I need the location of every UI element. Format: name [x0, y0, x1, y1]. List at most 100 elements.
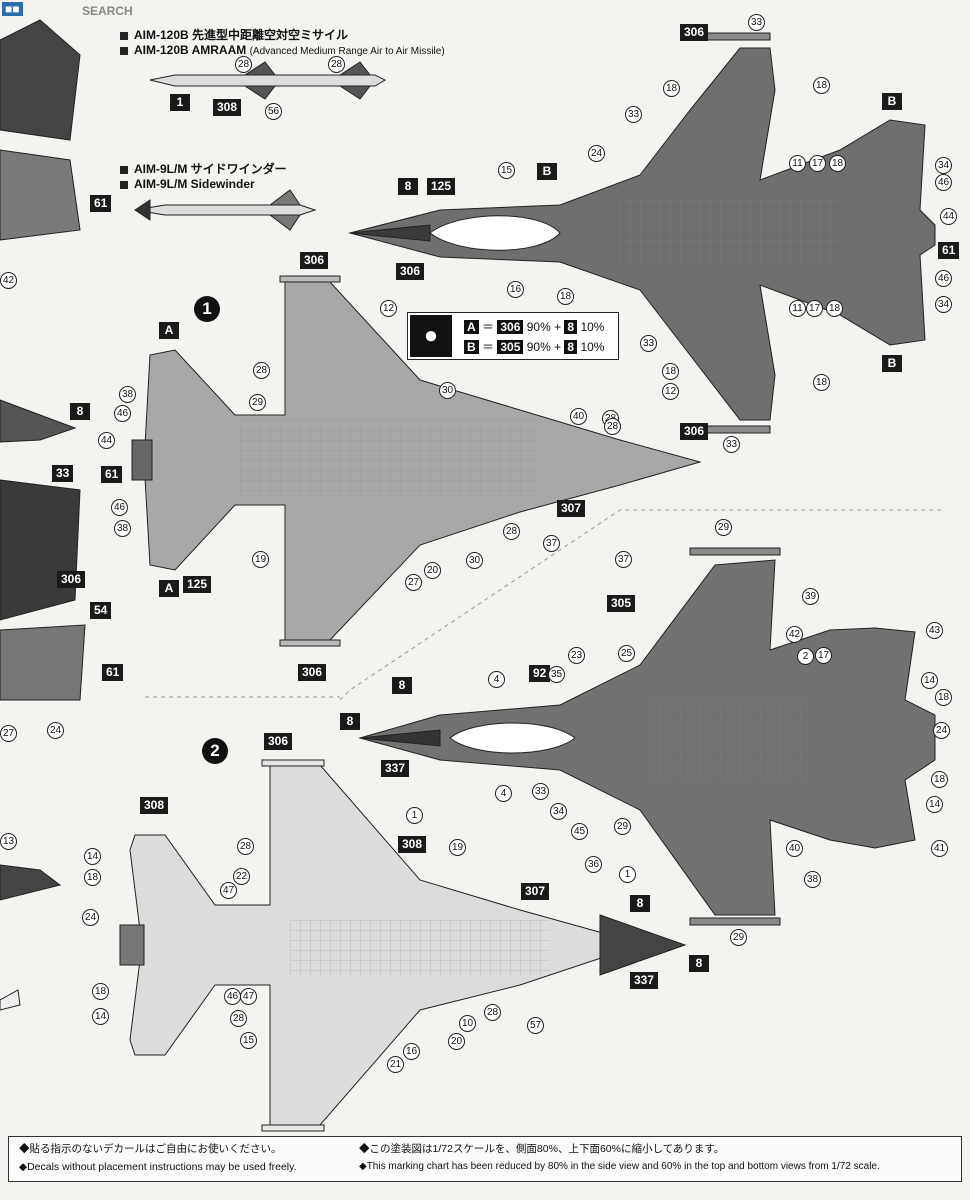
decal-callout: 47: [240, 988, 257, 1005]
paint-callout: 307: [557, 500, 586, 517]
paint-callout: 125: [183, 576, 212, 593]
paint-callout: 8: [70, 403, 90, 420]
paint-callout: 308: [213, 99, 242, 116]
decal-callout: 46: [224, 988, 241, 1005]
note-en-left: ◆Decals without placement instructions m…: [19, 1161, 297, 1173]
paint-callout: 337: [381, 760, 410, 777]
decal-callout: 33: [723, 436, 740, 453]
decal-callout: 30: [439, 382, 456, 399]
footer-notes: ◆貼る指示のないデカールはご自由にお使いください。 ◆Decals withou…: [8, 1136, 962, 1182]
decal-callout: 19: [449, 839, 466, 856]
decal-callout: 34: [935, 157, 952, 174]
decal-callout: 43: [926, 622, 943, 639]
paint-callout: 307: [521, 883, 550, 900]
paint-callout: 308: [398, 836, 427, 853]
decal-callout: 38: [804, 871, 821, 888]
decal-callout: 24: [47, 722, 64, 739]
decal-callout: 27: [0, 725, 17, 742]
decal-callout: 28: [230, 1010, 247, 1027]
view-two-bottom-light: [119, 759, 687, 1132]
decal-callout: 42: [786, 626, 803, 643]
decal-callout: 42: [0, 272, 17, 289]
decal-callout: 28: [328, 56, 345, 73]
decal-callout: 33: [748, 14, 765, 31]
decal-callout: 12: [380, 300, 397, 317]
decal-callout: 33: [532, 783, 549, 800]
view-two-top-dark: [358, 547, 936, 926]
decal-callout: 28: [484, 1004, 501, 1021]
decal-callout: 24: [82, 909, 99, 926]
decal-callout: 15: [498, 162, 515, 179]
decal-callout: 24: [933, 722, 950, 739]
note-jp-right: ◆この塗装図は1/72スケールを、側面80%、上下面60%に縮小してあります。: [359, 1143, 725, 1155]
decal-callout: 12: [662, 383, 679, 400]
decal-callout: 36: [585, 856, 602, 873]
decal-callout: 57: [527, 1017, 544, 1034]
decal-callout: 46: [111, 499, 128, 516]
decal-callout: 44: [940, 208, 957, 225]
paint-callout: B: [882, 355, 902, 372]
decal-callout: 37: [615, 551, 632, 568]
decal-callout: 22: [233, 868, 250, 885]
decal-callout: 29: [730, 929, 747, 946]
decal-callout: 29: [715, 519, 732, 536]
aim-9-drawing: [134, 189, 317, 231]
site-watermark: ■■ SEARCH: [0, 0, 160, 22]
decal-callout: 15: [240, 1032, 257, 1049]
view-number-one: 1: [194, 296, 220, 322]
paint-callout: 306: [264, 733, 293, 750]
decal-callout: 18: [92, 983, 109, 1000]
aim9-legend-en: AIM-9L/M Sidewinder: [120, 177, 255, 191]
decal-callout: 18: [663, 80, 680, 97]
decal-callout: 28: [253, 362, 270, 379]
paint-callout: 306: [680, 24, 709, 41]
paint-callout: 337: [630, 972, 659, 989]
decal-callout: 33: [625, 106, 642, 123]
view-one-aircraft: [131, 275, 702, 647]
decal-callout: 25: [618, 645, 635, 662]
decal-callout: 11: [789, 300, 806, 317]
decal-callout: 28: [503, 523, 520, 540]
decal-callout: 18: [662, 363, 679, 380]
paint-callout: 61: [90, 195, 112, 212]
decal-callout: 41: [931, 840, 948, 857]
decal-callout: 28: [237, 838, 254, 855]
decal-callout: 14: [921, 672, 938, 689]
decal-callout: 28: [235, 56, 252, 73]
decal-callout: 27: [405, 574, 422, 591]
decal-callout: 34: [550, 803, 567, 820]
decal-callout: 46: [935, 270, 952, 287]
aim9-legend-jp: AIM-9L/M サイドワインダー: [120, 160, 287, 177]
paint-callout: 305: [607, 595, 636, 612]
decal-callout: 10: [459, 1015, 476, 1032]
paint-callout: 306: [300, 252, 329, 269]
decal-callout: 35: [548, 666, 565, 683]
mix-b-row: B ＝ 305 90% + 8 10%: [464, 338, 604, 355]
decal-callout: 46: [114, 405, 131, 422]
decal-callout-dark: 92: [529, 665, 551, 682]
mix-a-row: A ＝ 306 90% + 8 10%: [464, 318, 604, 335]
paint-callout: 308: [140, 797, 169, 814]
decal-callout: 17: [806, 300, 823, 317]
paint-callout: 8: [398, 178, 418, 195]
decal-callout: 30: [466, 552, 483, 569]
note-jp-left: ◆貼る指示のないデカールはご自由にお使いください。: [19, 1143, 282, 1155]
decal-callout: 11: [789, 155, 806, 172]
decal-callout: 38: [119, 386, 136, 403]
decal-callout: 18: [931, 771, 948, 788]
decal-callout: 20: [448, 1033, 465, 1050]
decal-callout: 1: [619, 866, 636, 883]
decal-callout: 16: [403, 1043, 420, 1060]
paint-callout: 125: [427, 178, 456, 195]
paint-callout: A: [159, 580, 179, 597]
decal-callout: 19: [252, 551, 269, 568]
color-mix-box: ● A ＝ 306 90% + 8 10% B ＝ 305 90% + 8 10…: [407, 312, 619, 360]
left-side-views: [0, 19, 86, 1011]
paint-callout: 306: [680, 423, 709, 440]
paint-callout: 61: [102, 664, 124, 681]
decal-callout: 17: [809, 155, 826, 172]
decal-callout: 4: [488, 671, 505, 688]
decal-callout: 56: [265, 103, 282, 120]
decal-callout: 2: [797, 648, 814, 665]
